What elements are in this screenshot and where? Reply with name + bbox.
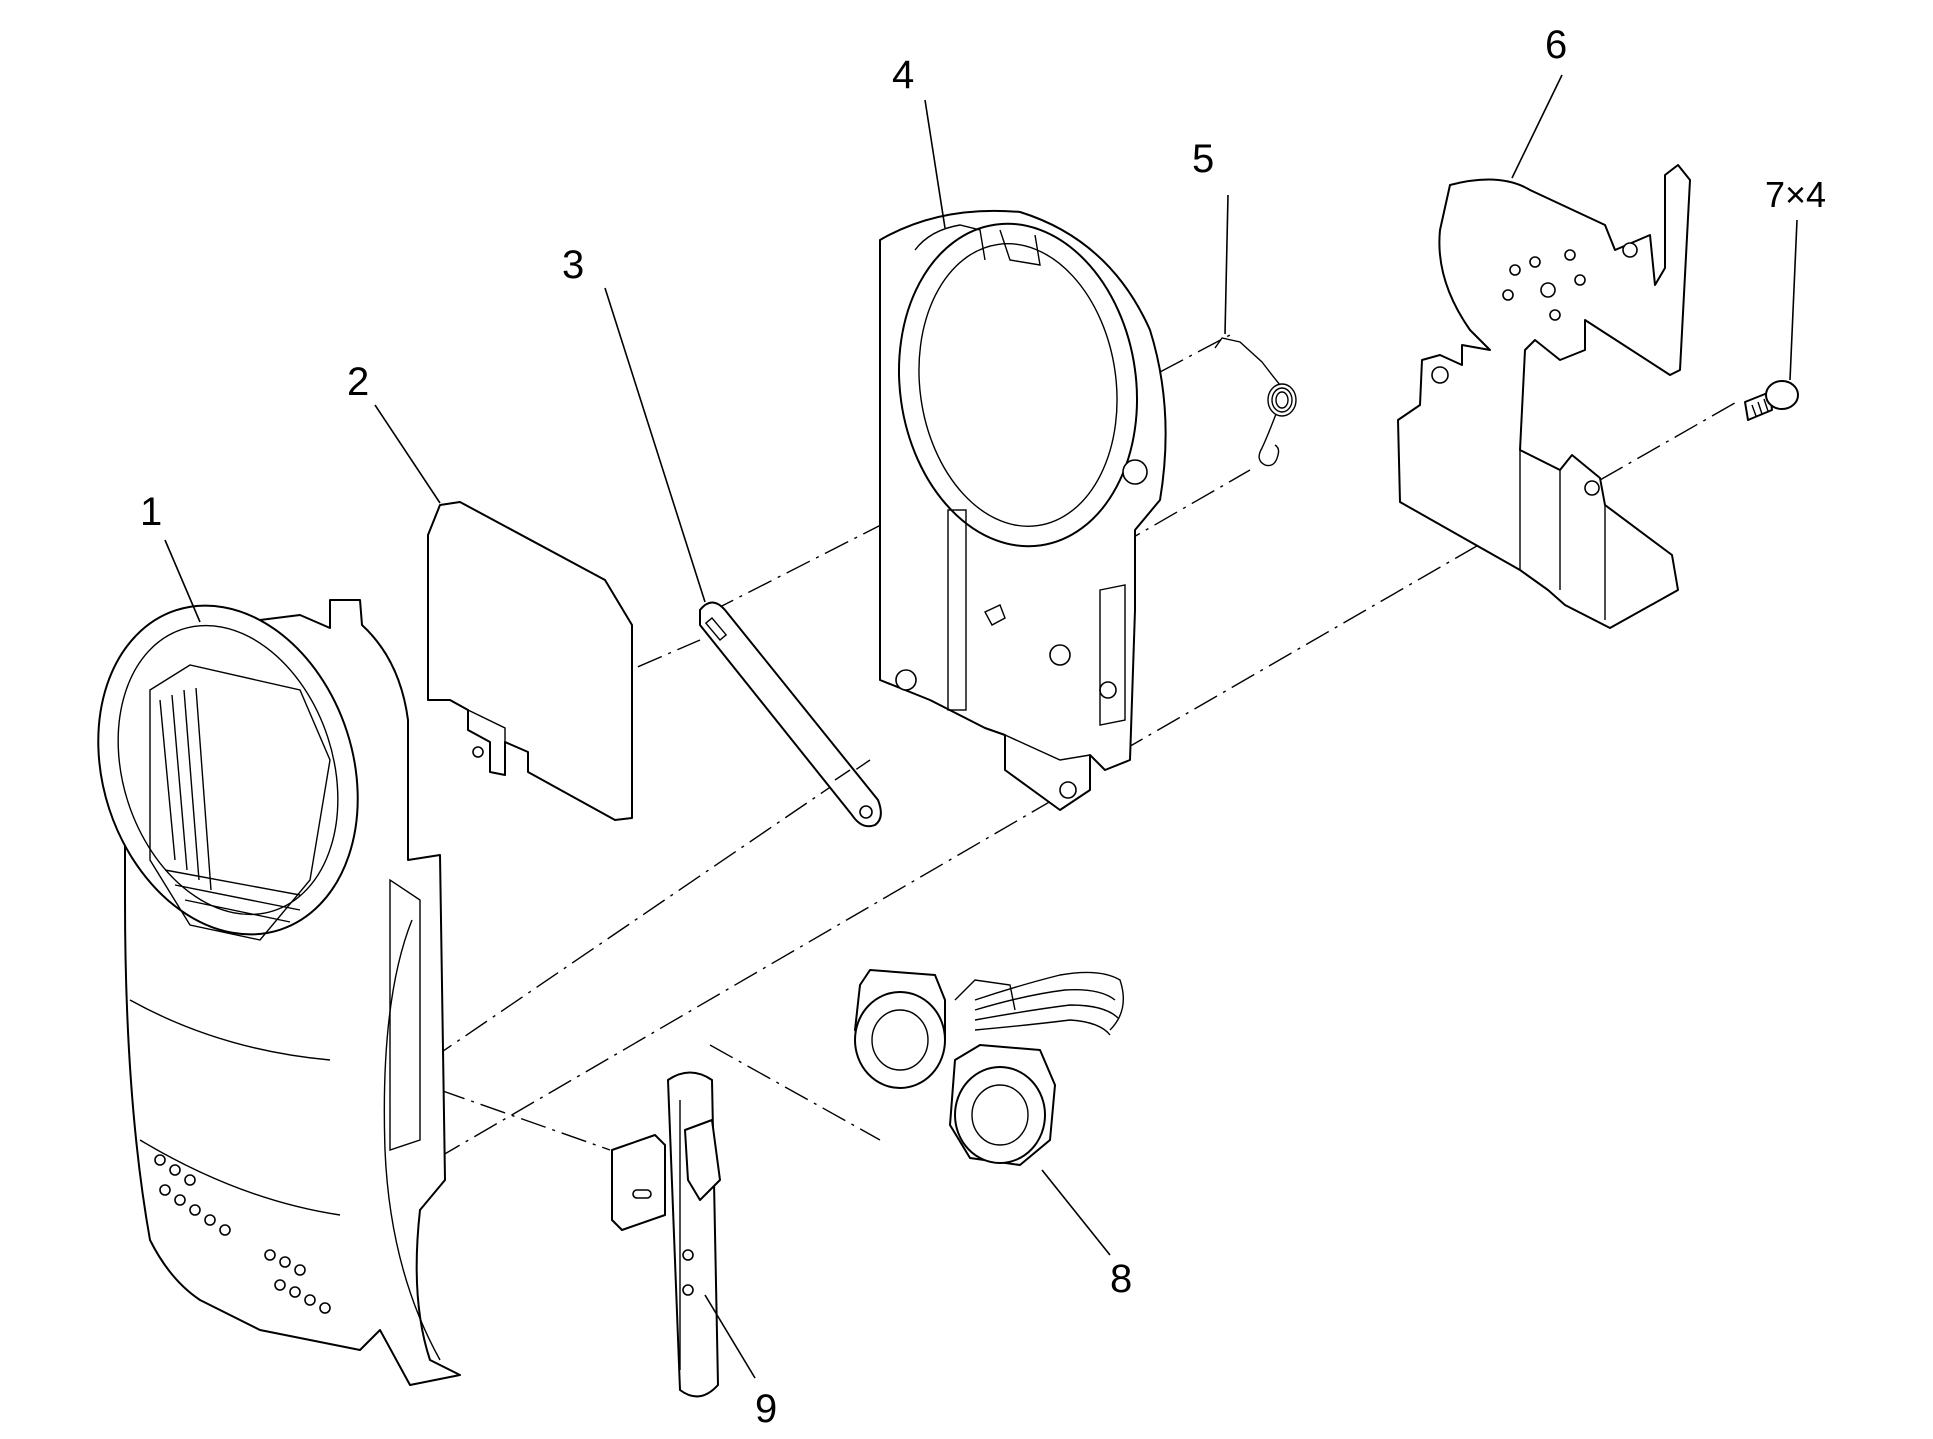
- callout-9: 9: [755, 1387, 777, 1431]
- callout-3: 3: [562, 243, 584, 287]
- part-1-vent-holes: [154, 1154, 331, 1314]
- part-9-slide-switch: [611, 1071, 721, 1398]
- part-3-sliding-link: [699, 601, 882, 828]
- callout-6: 6: [1545, 23, 1567, 67]
- callout-8: 8: [1110, 1257, 1132, 1301]
- callout-4: 4: [892, 53, 914, 97]
- part-8-sensor-module: [854, 969, 1124, 1166]
- part-5-torsion-spring: [1214, 337, 1297, 467]
- part-2-plate: [427, 501, 633, 821]
- callout-5: 5: [1192, 137, 1214, 181]
- callout-numbers: 1 2 3 4 5 6 7×4 8 9: [140, 23, 1826, 1431]
- part-7-screw: [1744, 380, 1799, 421]
- part-1-front-housing: [97, 599, 461, 1386]
- callout-1: 1: [140, 490, 162, 534]
- callout-2: 2: [347, 360, 369, 404]
- part-6-bracket: [1397, 164, 1691, 629]
- leader-lines: [164, 74, 1798, 1379]
- callout-7: 7×4: [1765, 174, 1826, 215]
- part-4-frame: [879, 209, 1167, 811]
